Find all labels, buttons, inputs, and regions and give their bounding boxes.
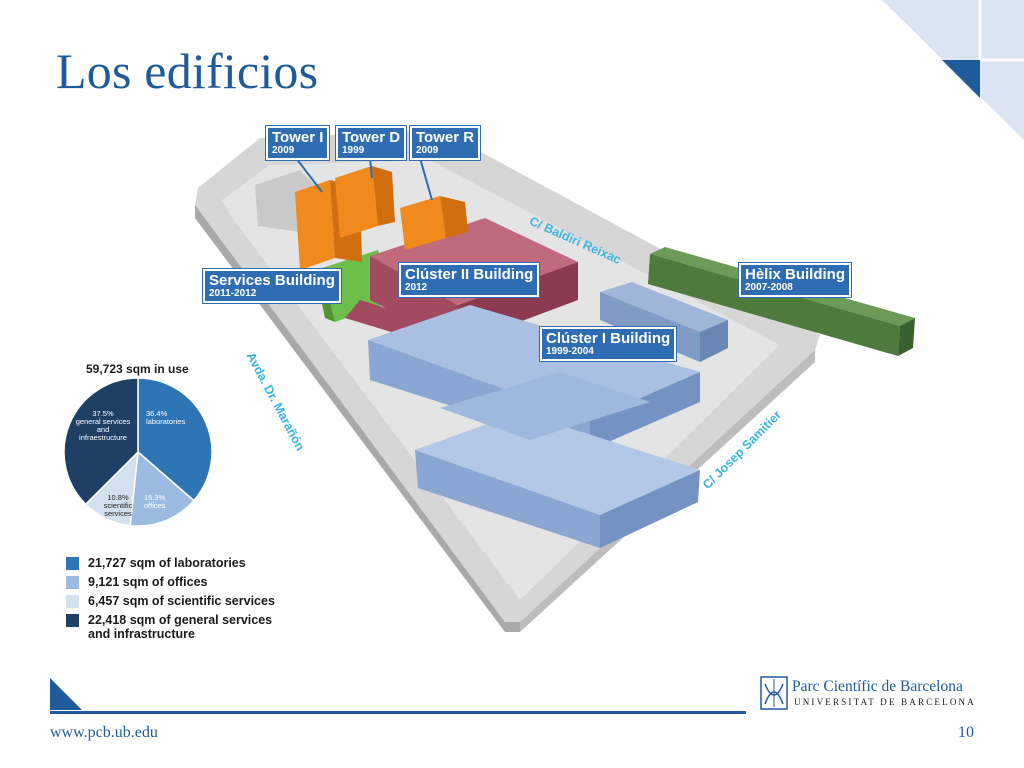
slice-label-laboratories: 36.4%laboratories <box>146 409 186 426</box>
legend-item-scientific-services: 6,457 sqm of scientific services <box>66 594 275 613</box>
slide-title: Los edificios <box>56 43 319 99</box>
pie-slice-general <box>63 377 139 506</box>
logo-name: Parc Científic de Barcelona <box>792 678 963 695</box>
pcb-logo-icon <box>760 676 788 710</box>
legend-item-offices: 9,121 sqm of offices <box>66 575 275 594</box>
pie-chart <box>63 377 213 527</box>
slice-label-general-services: 37.5%general services and infraestructur… <box>75 409 131 442</box>
slice-label-scientific-services: 10.8%scientific services <box>103 493 133 518</box>
pie-legend: 21,727 sqm of laboratories 9,121 sqm of … <box>66 556 275 645</box>
legend-swatch <box>66 614 79 627</box>
footer-rule <box>50 711 746 714</box>
footer-url[interactable]: www.pcb.ub.edu <box>50 724 158 741</box>
legend-swatch <box>66 595 79 608</box>
page-number: 10 <box>958 724 974 741</box>
legend-swatch <box>66 576 79 589</box>
slice-label-offices: 15.3%offices <box>144 493 166 510</box>
logo-subtitle: UNIVERSITAT DE BARCELONA <box>794 697 976 707</box>
pie-title: 59,723 sqm in use <box>86 362 189 376</box>
pie-slice-offices <box>129 450 195 527</box>
legend-swatch <box>66 557 79 570</box>
pie-slice-laboratories <box>137 377 213 502</box>
legend-item-laboratories: 21,727 sqm of laboratories <box>66 556 275 575</box>
